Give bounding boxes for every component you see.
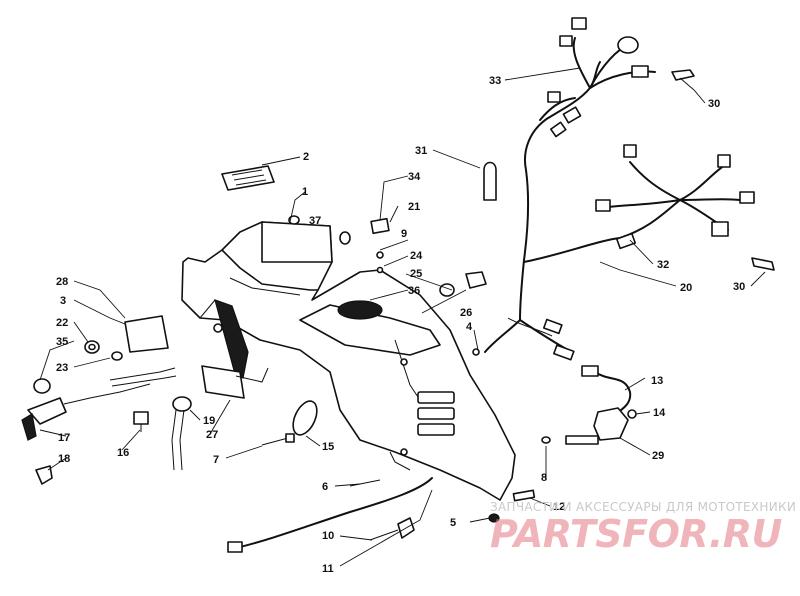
wiring-harness bbox=[484, 17, 755, 361]
hardware bbox=[288, 215, 551, 523]
callout-28: 28 bbox=[56, 276, 68, 288]
callout-35: 35 bbox=[56, 336, 68, 348]
callout-15: 15 bbox=[322, 441, 334, 453]
callout-labels: 1 2 3 4 5 6 7 8 9 10 11 12 13 14 15 16 1… bbox=[56, 75, 745, 575]
decal-label bbox=[221, 165, 275, 191]
callout-29: 29 bbox=[652, 450, 664, 462]
callout-9: 9 bbox=[401, 228, 407, 240]
harness-clip bbox=[483, 161, 497, 201]
callout-3: 3 bbox=[60, 295, 66, 307]
callout-19: 19 bbox=[203, 415, 215, 427]
callout-13: 13 bbox=[651, 375, 663, 387]
wire-terminal-lower bbox=[751, 257, 775, 271]
watermark-brand-logo: PARTSFOR.RU bbox=[490, 512, 782, 556]
callout-22: 22 bbox=[56, 317, 68, 329]
callout-18: 18 bbox=[58, 453, 70, 465]
top-panel bbox=[261, 221, 333, 263]
callout-11: 11 bbox=[322, 563, 334, 575]
callout-14: 14 bbox=[653, 407, 666, 419]
sensor-assembly bbox=[565, 365, 637, 445]
callout-30-upper: 30 bbox=[708, 98, 720, 110]
callout-31: 31 bbox=[415, 145, 427, 157]
callout-24: 24 bbox=[410, 250, 423, 262]
callout-12: 12 bbox=[553, 501, 565, 513]
left-components bbox=[21, 315, 318, 485]
callout-26: 26 bbox=[460, 307, 472, 319]
callout-37: 37 bbox=[309, 215, 321, 227]
callout-17: 17 bbox=[58, 432, 70, 444]
callout-20: 20 bbox=[680, 282, 692, 294]
callout-21: 21 bbox=[408, 201, 420, 213]
callout-4: 4 bbox=[466, 321, 473, 333]
callout-7: 7 bbox=[213, 454, 219, 466]
callout-5: 5 bbox=[450, 517, 456, 529]
callout-2: 2 bbox=[303, 151, 309, 163]
callout-36: 36 bbox=[408, 285, 420, 297]
wire-terminal-upper bbox=[671, 69, 695, 81]
callout-33: 33 bbox=[489, 75, 501, 87]
callout-6: 6 bbox=[322, 481, 328, 493]
callout-16: 16 bbox=[117, 447, 129, 459]
callout-34: 34 bbox=[408, 171, 421, 183]
callout-10: 10 bbox=[322, 530, 334, 542]
callout-30-lower: 30 bbox=[733, 281, 745, 293]
callout-32: 32 bbox=[657, 259, 669, 271]
callout-27: 27 bbox=[206, 429, 218, 441]
callout-8: 8 bbox=[541, 472, 547, 484]
watermark-tagline: ЗАПЧАСТИ И АКСЕССУАРЫ ДЛЯ МОТОТЕХНИКИ bbox=[490, 500, 797, 514]
callout-23: 23 bbox=[56, 362, 68, 374]
console-housing bbox=[181, 221, 516, 501]
callout-25: 25 bbox=[410, 268, 422, 280]
leader-lines bbox=[39, 67, 766, 567]
callout-1: 1 bbox=[302, 186, 308, 198]
